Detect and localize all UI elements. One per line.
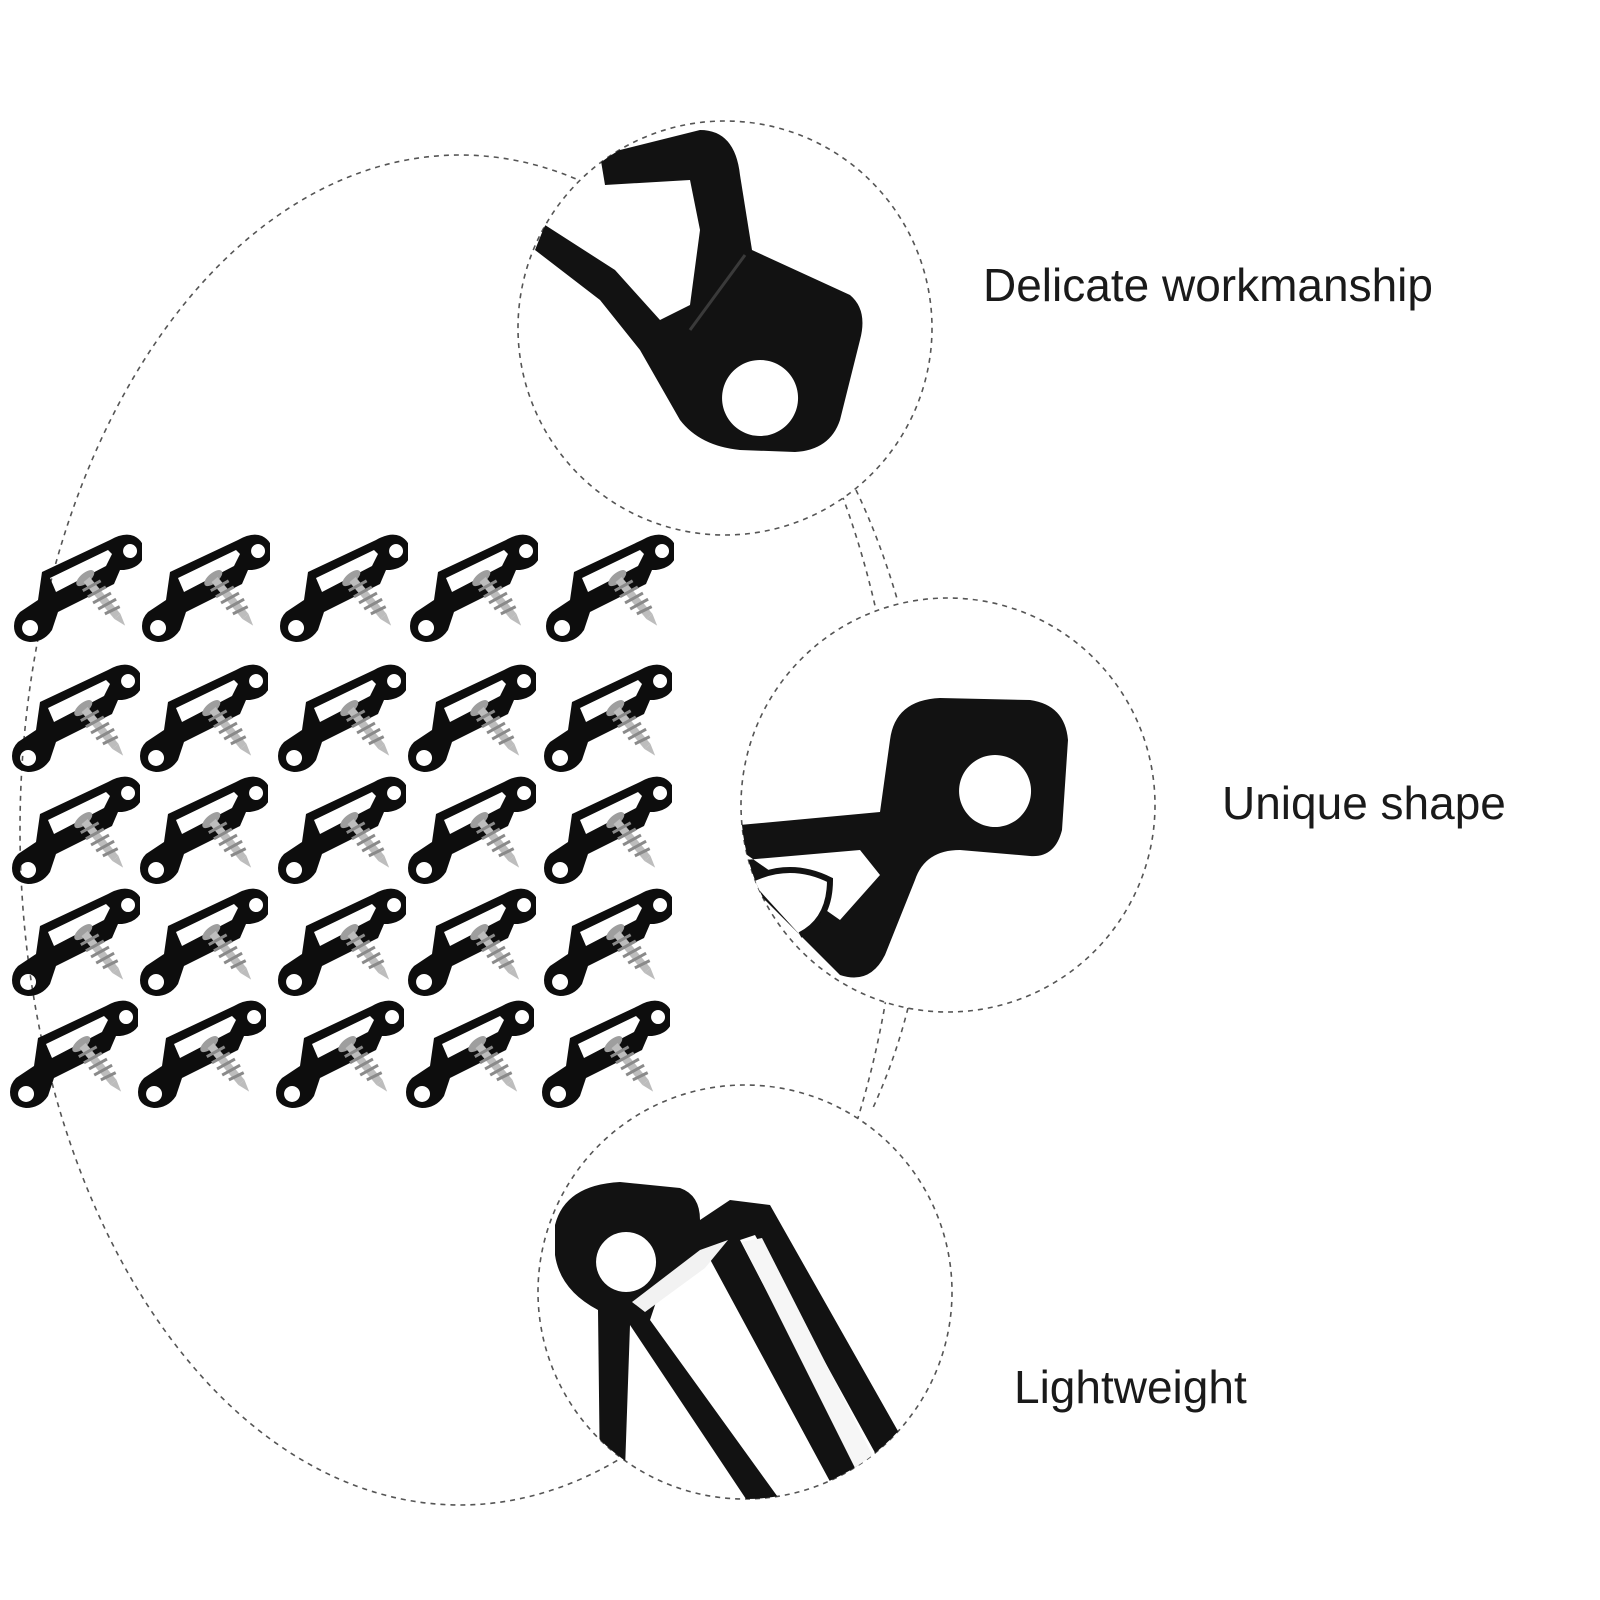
bracket-with-screw — [408, 533, 538, 642]
bracket-with-screw — [406, 775, 536, 884]
bracket-with-screw — [138, 887, 268, 996]
bracket-with-screw — [136, 999, 266, 1108]
bracket-with-screw — [542, 775, 672, 884]
feature-label-workmanship: Delicate workmanship — [983, 259, 1433, 311]
detail-circle-shape — [740, 597, 1156, 1013]
bracket-with-screw — [542, 663, 672, 772]
connector-line-2 — [871, 1007, 909, 1111]
bracket-with-screw — [138, 663, 268, 772]
bracket-with-screw — [274, 999, 404, 1108]
bracket-with-screw — [540, 999, 670, 1108]
product-grid — [8, 533, 674, 1108]
bracket-with-screw — [138, 775, 268, 884]
connector-line-1 — [855, 489, 899, 603]
bracket-with-screw — [544, 533, 674, 642]
bracket-with-screw — [406, 663, 536, 772]
bracket-with-screw — [8, 999, 138, 1108]
detail-circle-workmanship — [517, 120, 933, 536]
bracket-with-screw — [276, 663, 406, 772]
bracket-with-screw — [542, 887, 672, 996]
bracket-with-screw — [12, 533, 142, 642]
bracket-with-screw — [10, 775, 140, 884]
detail-circle-lightweight — [537, 1084, 953, 1500]
bracket-with-screw — [406, 887, 536, 996]
bracket-with-screw — [140, 533, 270, 642]
feature-label-shape: Unique shape — [1222, 777, 1506, 829]
bracket-with-screw — [276, 887, 406, 996]
feature-label-lightweight: Lightweight — [1014, 1361, 1247, 1413]
bracket-with-screw — [278, 533, 408, 642]
bracket-with-screw — [404, 999, 534, 1108]
bracket-with-screw — [276, 775, 406, 884]
